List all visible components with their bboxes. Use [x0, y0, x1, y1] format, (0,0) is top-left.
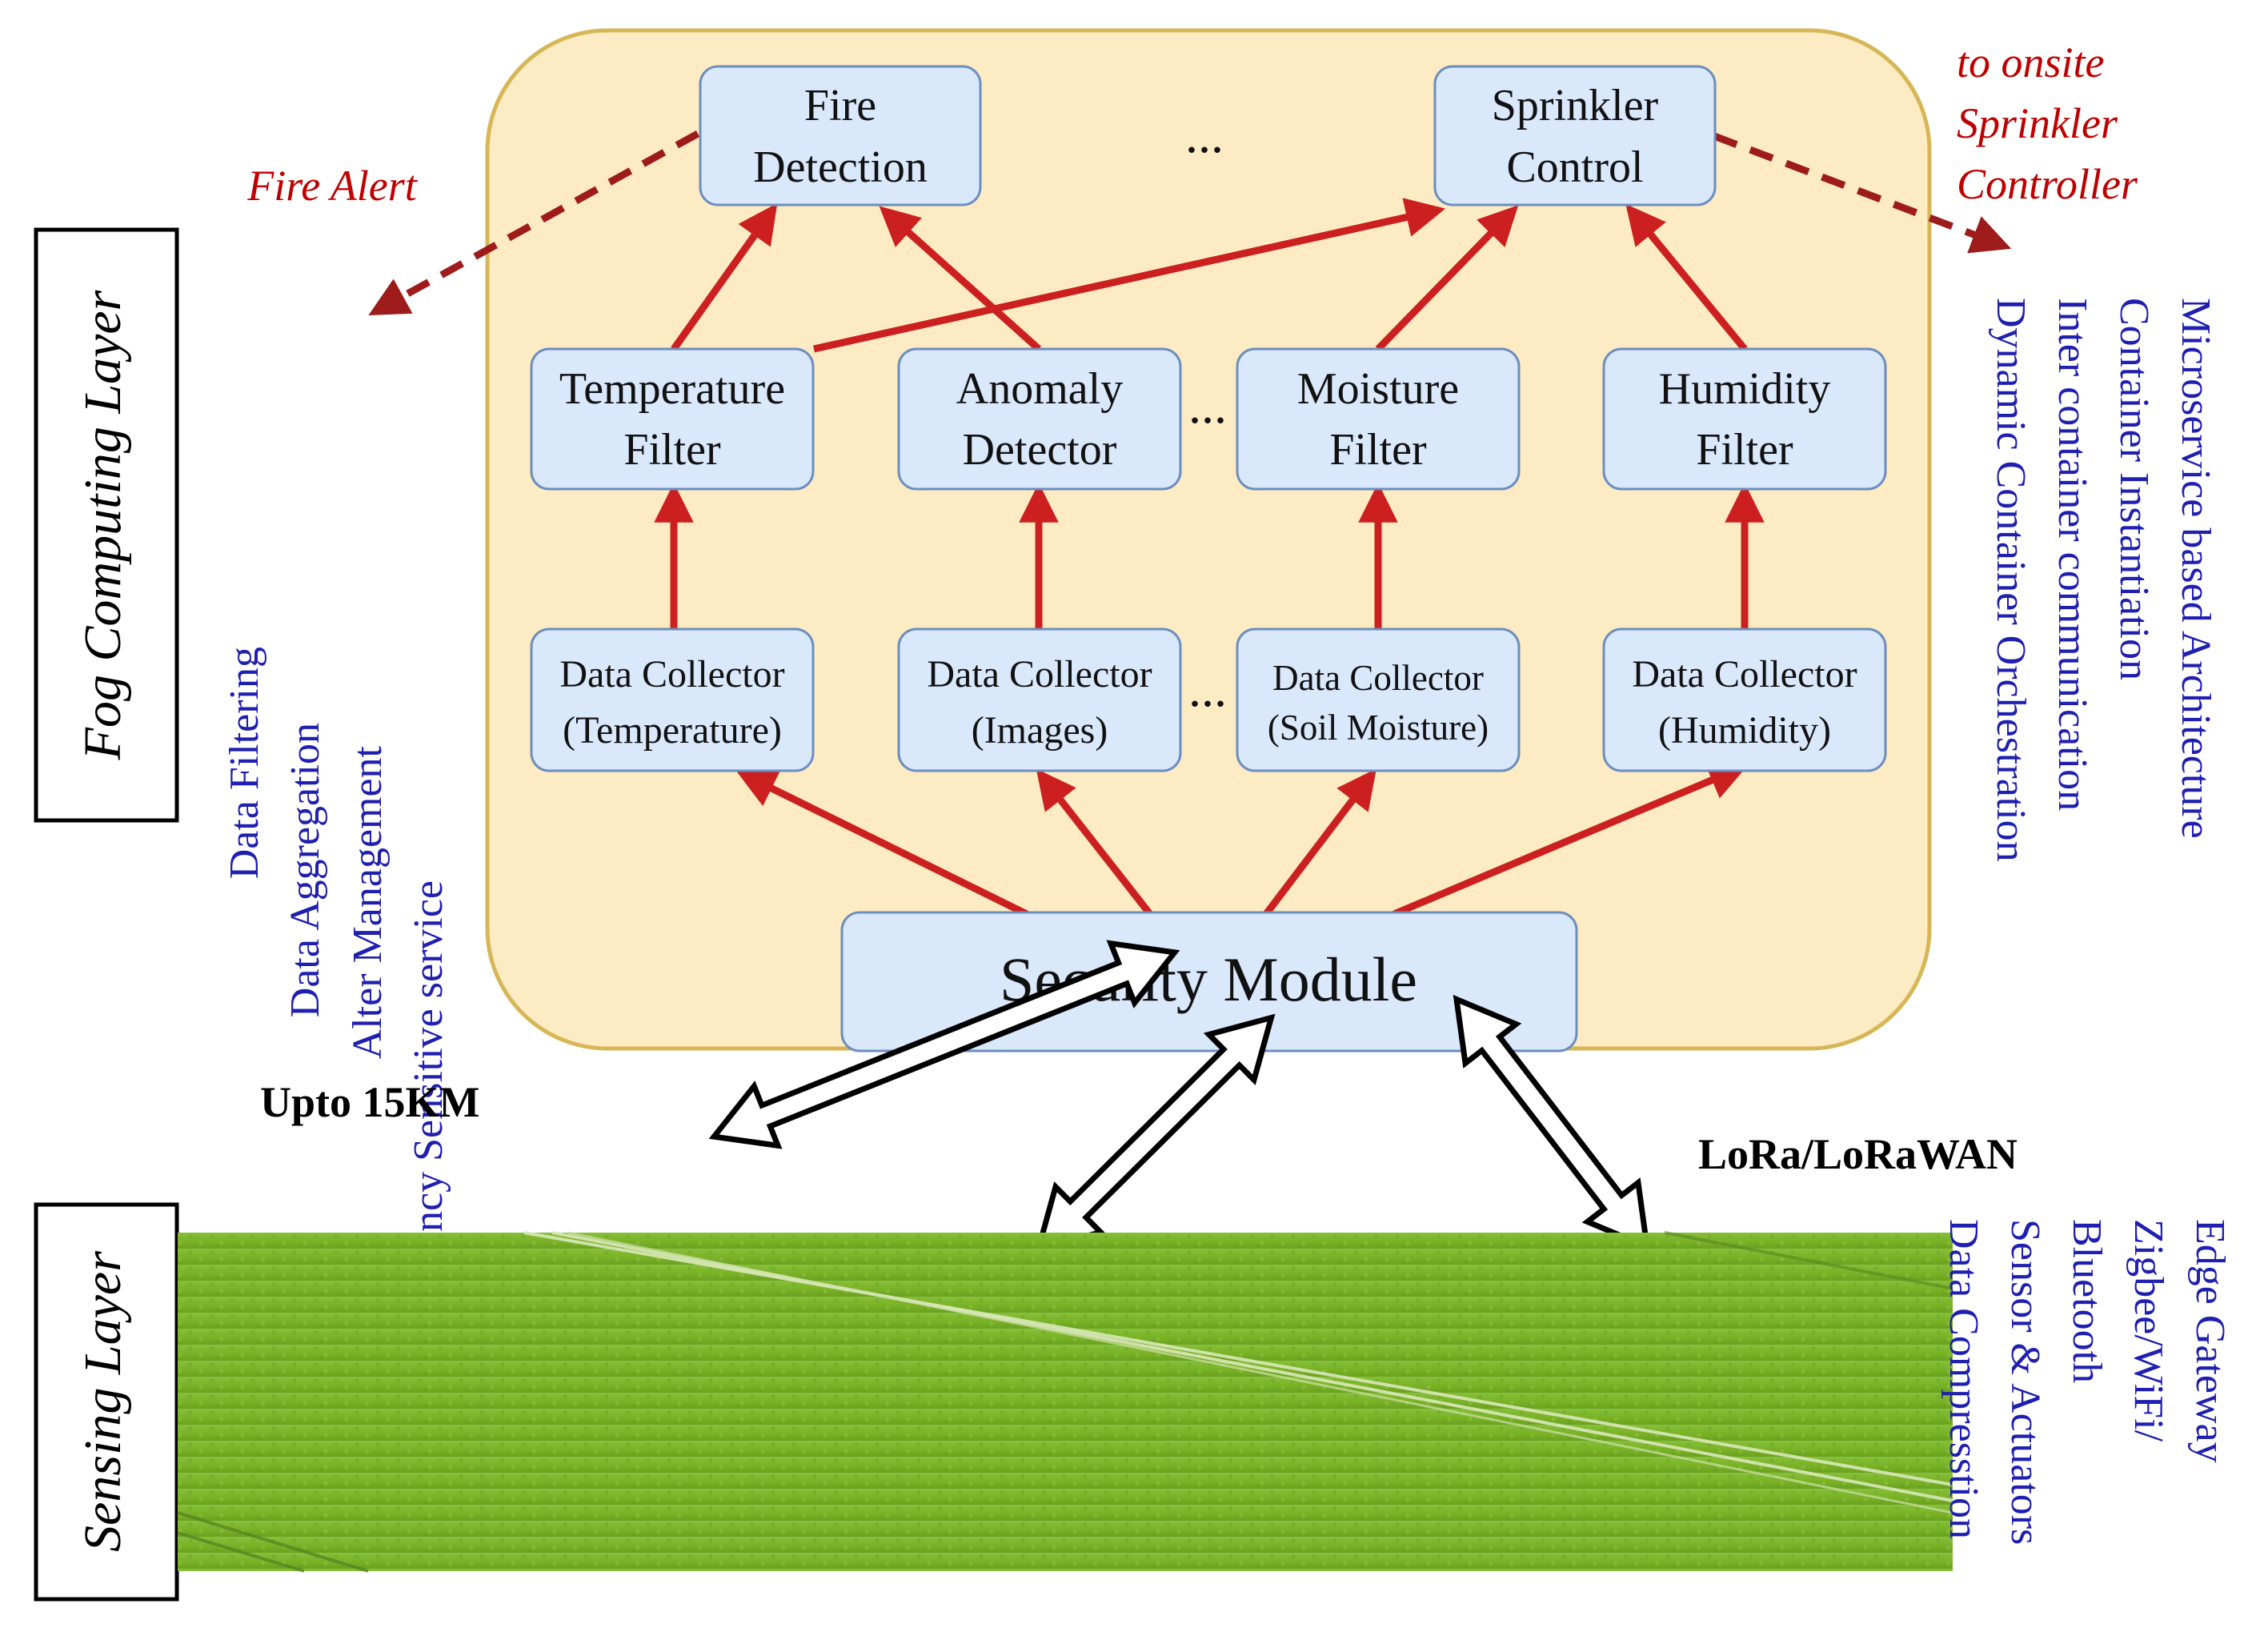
- collector-temperature-line1: Data Collector: [559, 653, 784, 696]
- collector-humidity-node: [1602, 628, 1887, 772]
- sprinkler-target-line3: Controller: [1957, 160, 2138, 208]
- fog-right-features: Microservice based Architecture Containe…: [1988, 298, 2218, 862]
- fire-detection-line2: Detection: [753, 142, 928, 192]
- fire-alert-label: Fire Alert: [246, 162, 418, 210]
- field-surface: [178, 1233, 1953, 1571]
- sprinkler-target-line2: Sprinkler: [1957, 99, 2118, 147]
- collector-temperature-line2: (Temperature): [563, 709, 782, 752]
- sprinkler-control-line2: Control: [1506, 142, 1643, 192]
- sprinkler-control-node: [1433, 65, 1717, 207]
- sprinkler-target-line1: to onsite: [1957, 38, 2105, 86]
- arrow-temperature-to-fire: [671, 202, 778, 351]
- feature-dynamic-orchestration: Dynamic Container Orchestration: [1988, 298, 2034, 862]
- temperature-filter-line2: Filter: [623, 425, 721, 475]
- field-image: [177, 1231, 1953, 1573]
- field-track-3: [567, 1231, 1953, 1514]
- collector-temperature-node: [530, 628, 815, 772]
- anomaly-detector-line2: Detector: [963, 425, 1117, 475]
- ellipsis-top: ...: [1185, 106, 1224, 163]
- ellipsis-filters: ...: [1188, 377, 1227, 434]
- field-track-6: [1664, 1231, 1953, 1290]
- anomaly-detector-line1: Anomaly: [956, 364, 1123, 414]
- arrow-security-to-collector-humidity: [1392, 761, 1749, 918]
- feature-edge-gateway: Edge Gateway: [2187, 1219, 2233, 1463]
- feature-bluetooth: Bluetooth: [2064, 1219, 2110, 1383]
- fire-detection-node: [699, 65, 982, 207]
- arrow-humidity-to-sprinkler: [1625, 203, 1748, 351]
- arrow-moisture-to-sprinkler: [1375, 205, 1519, 352]
- moisture-filter-line1: Moisture: [1297, 364, 1459, 414]
- sensing-layer-label-box: [34, 1202, 179, 1602]
- feature-sensor-actuators: Sensor & Actuators: [2002, 1219, 2048, 1545]
- arrow-security-to-collector-images: [1036, 768, 1153, 916]
- protocol-label: LoRa/LoRaWAN: [1698, 1130, 2018, 1178]
- arrow-temperature-to-sprinkler: [813, 198, 1446, 353]
- wireless-links: [708, 940, 1651, 1253]
- sensing-features: Edge Gateway Zigbee/WiFi/ Bluetooth Sens…: [1941, 1219, 2233, 1545]
- humidity-filter-line1: Humidity: [1659, 364, 1831, 414]
- feature-container-instantiation: Container Instantiation: [2111, 298, 2157, 680]
- arrow-security-to-collector-temperature: [735, 770, 1028, 918]
- collector-humidity-line2: (Humidity): [1658, 709, 1831, 752]
- dataflow-arrows: [368, 130, 2012, 918]
- arrow-fire-alert: [368, 130, 700, 315]
- collector-images-node: [897, 628, 1182, 772]
- fire-detection-line1: Fire: [804, 81, 876, 130]
- humidity-filter-line2: Filter: [1696, 425, 1793, 475]
- arrow-security-to-collector-soil: [1263, 768, 1376, 916]
- fog-left-features: Data Filtering Data Aggregation Alter Ma…: [222, 647, 451, 1305]
- humidity-filter-node: [1602, 347, 1887, 491]
- feature-data-filtering: Data Filtering: [222, 647, 267, 879]
- feature-zigbee-wifi: Zigbee/WiFi/: [2126, 1219, 2171, 1442]
- arrow-to-onsite-controller: [1713, 132, 2012, 254]
- collector-soil-node: [1236, 628, 1521, 772]
- anomaly-detector-node: [897, 347, 1182, 491]
- range-label: Upto 15KM: [260, 1078, 479, 1126]
- feature-inter-container: Inter container communication: [2050, 298, 2095, 811]
- moisture-filter-node: [1236, 347, 1521, 491]
- feature-data-aggregation: Data Aggregation: [282, 723, 328, 1017]
- arrow-anomaly-to-fire: [879, 206, 1042, 352]
- field-track-1: [523, 1231, 1953, 1486]
- sprinkler-control-line1: Sprinkler: [1492, 81, 1659, 130]
- field-track-5: [177, 1531, 305, 1573]
- fog-layer-label-box: [34, 227, 179, 823]
- collector-images-line2: (Images): [972, 709, 1108, 752]
- feature-alter-management: Alter Management: [345, 745, 391, 1059]
- collector-humidity-line1: Data Collector: [1632, 653, 1857, 696]
- ellipsis-collectors: ...: [1188, 660, 1227, 717]
- moisture-filter-line2: Filter: [1329, 425, 1427, 475]
- collector-images-line1: Data Collector: [927, 653, 1152, 696]
- feature-data-compression: Data Compresstion: [1941, 1219, 1986, 1539]
- collector-soil-line1: Data Collector: [1272, 658, 1484, 698]
- fog-layer-label: Fog Computing Layer: [74, 290, 132, 760]
- field-shade: [178, 1233, 1953, 1571]
- temperature-filter-line1: Temperature: [559, 364, 785, 414]
- sensing-layer-label: Sensing Layer: [74, 1251, 132, 1552]
- feature-microservice: Microservice based Architecture: [2173, 298, 2218, 839]
- collector-soil-line2: (Soil Moisture): [1268, 708, 1489, 748]
- long-range-link-arrow: [708, 940, 1180, 1149]
- field-track-4: [177, 1511, 369, 1573]
- temperature-filter-node: [530, 347, 815, 491]
